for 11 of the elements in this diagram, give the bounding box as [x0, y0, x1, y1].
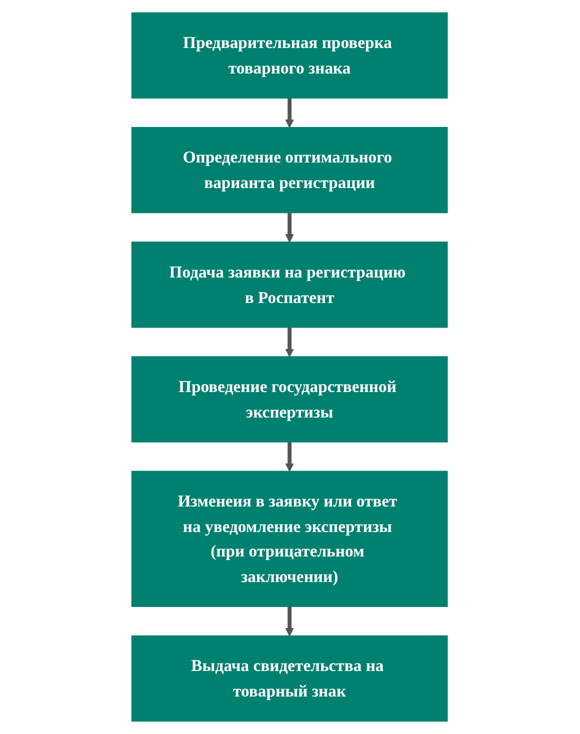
arrow — [286, 327, 294, 358]
node-box: Подача заявки на регистрацию в Роспатент — [132, 242, 448, 328]
node-box: Проведение государственной экспертизы — [132, 356, 448, 442]
node-box: Изменеия в заявку или ответ на уведомление экспертизы (при отрицательном заключении) — [132, 470, 448, 607]
arrow — [286, 606, 294, 636]
arrow — [286, 442, 294, 472]
arrow — [286, 98, 294, 128]
arrow — [286, 212, 294, 242]
node-box: Предварительная проверка товарного знака — [132, 12, 448, 99]
node-box: Определение оптимального варианта регистрации — [132, 126, 448, 214]
node-box: Выдача свидетельства на товарный знак — [132, 635, 448, 722]
